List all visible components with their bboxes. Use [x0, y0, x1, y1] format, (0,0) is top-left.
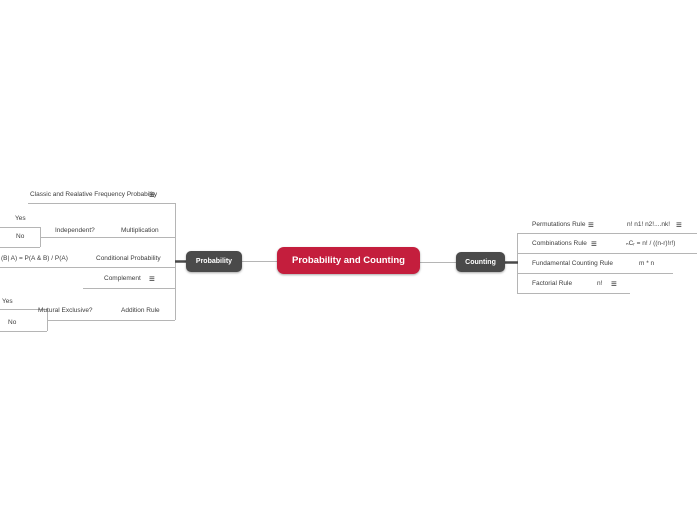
topic-conditional-formula[interactable]: (B| A) = P(A & B) / P(A)	[1, 255, 68, 262]
notes-icon[interactable]: ≡	[588, 220, 594, 231]
topic-multiplication[interactable]: Multiplication	[121, 227, 159, 234]
topic-classic-frequency-probability[interactable]: Classic and Realative Frequency Probabil…	[30, 191, 158, 198]
topic-fundamental-counting-rule[interactable]: Fundamental Counting Rule	[532, 260, 613, 267]
topic-permutations-rule[interactable]: Permutations Rule	[532, 221, 586, 228]
topic-independent-question[interactable]: Independent?	[55, 227, 95, 234]
counting-node[interactable]: Counting	[456, 252, 505, 272]
topic-permutations-formula[interactable]: n! n1! n2!....nk!	[627, 221, 670, 228]
topic-independent-no[interactable]: No	[16, 233, 25, 240]
root-node-label: Probability and Counting	[292, 255, 405, 266]
notes-icon[interactable]: ≡	[676, 220, 682, 231]
counting-node-label: Counting	[465, 258, 496, 266]
topic-mutural-yes[interactable]: Yes	[2, 298, 13, 305]
notes-icon[interactable]: ≡	[591, 239, 597, 250]
probability-node-label: Probability	[195, 258, 233, 265]
notes-icon[interactable]: ≡	[149, 274, 155, 285]
topic-complement[interactable]: Complement	[104, 275, 141, 282]
topic-factorial-formula[interactable]: n!	[597, 280, 603, 287]
topic-addition-rule[interactable]: Addition Rule	[121, 307, 160, 314]
topic-conditional-probability[interactable]: Conditional Probability	[96, 255, 161, 262]
node-stem-lines	[175, 260, 518, 264]
notes-icon[interactable]: ≡	[611, 279, 617, 290]
topic-mutural-no[interactable]: No	[8, 319, 17, 326]
topic-independent-yes[interactable]: Yes	[15, 215, 26, 222]
topic-combinations-rule[interactable]: Combinations Rule	[532, 240, 587, 247]
topic-factorial-rule[interactable]: Factorial Rule	[532, 280, 573, 287]
root-node[interactable]: Probability and Counting	[277, 247, 420, 274]
topic-mutural-exclusive-question[interactable]: Mutural Exclusive?	[38, 307, 93, 314]
topic-fundamental-formula[interactable]: m * n	[639, 260, 655, 267]
topic-combinations-formula[interactable]: ₙCᵣ = n! / ((n-r)!r!)	[626, 240, 676, 247]
notes-icon[interactable]: ≡	[149, 190, 155, 201]
probability-node[interactable]: Probability	[186, 251, 242, 272]
